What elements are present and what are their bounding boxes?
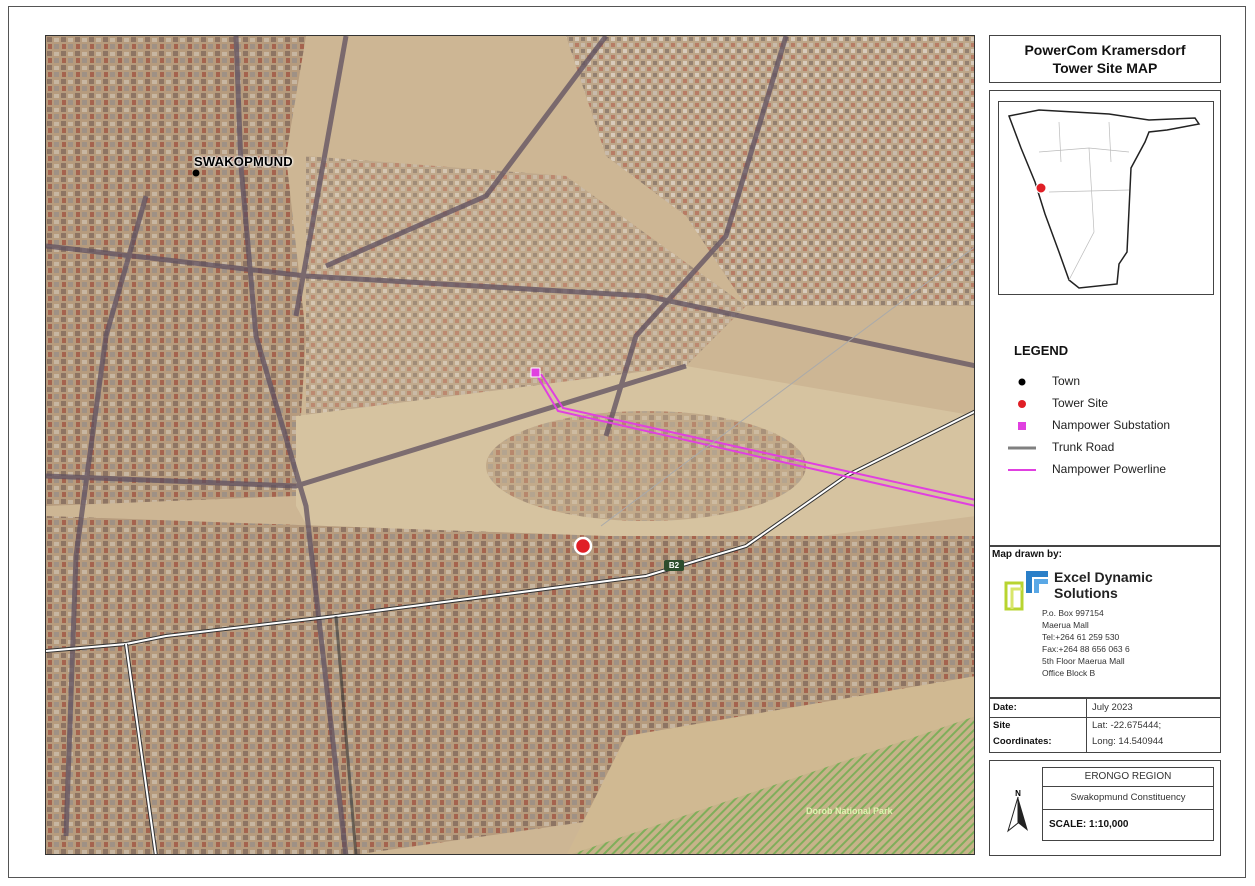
coordinates-row: Site Coordinates: Lat: -22.675444; Long:… bbox=[990, 717, 1220, 752]
trunk-road-line-icon bbox=[1008, 446, 1036, 450]
namibia-inset-map bbox=[998, 101, 1214, 295]
town-dot-icon bbox=[1018, 378, 1026, 386]
map-title-box: PowerCom Kramersdorf Tower Site MAP bbox=[989, 35, 1221, 83]
company-name: Excel Dynamic Solutions bbox=[1054, 569, 1153, 601]
north-arrow-icon: N bbox=[1007, 789, 1028, 833]
satellite-map[interactable]: SWAKOPMUND B2 Dorob National Park bbox=[45, 35, 975, 855]
constituency-label: Swakopmund Constituency bbox=[1043, 787, 1213, 810]
company-address: P.o. Box 997154 Maerua Mall Tel:+264 61 … bbox=[1042, 608, 1130, 678]
region-title: ERONGO REGION bbox=[1043, 768, 1213, 787]
region-info: ERONGO REGION Swakopmund Constituency SC… bbox=[1042, 767, 1214, 841]
map-drawn-by-panel: Map drawn by: Excel Dynamic Solutions P.… bbox=[989, 546, 1221, 698]
town-label: SWAKOPMUND bbox=[194, 154, 293, 169]
excel-dynamic-logo bbox=[1004, 571, 1048, 611]
map-title-line-2: Tower Site MAP bbox=[1052, 60, 1158, 76]
park-label: Dorob National Park bbox=[806, 806, 893, 816]
substation-square-icon bbox=[1018, 422, 1026, 430]
date-coordinates-table: Date: July 2023 Site Coordinates: Lat: -… bbox=[989, 698, 1221, 753]
svg-text:N: N bbox=[1015, 789, 1021, 798]
map-title-line-1: PowerCom Kramersdorf bbox=[1024, 42, 1186, 58]
namibia-outline bbox=[1007, 109, 1201, 289]
scale-label: SCALE: 1:10,000 bbox=[1049, 819, 1129, 830]
map-frame bbox=[8, 6, 1246, 878]
inset-legend-panel: LEGEND Town Tower Site Nampower Substati… bbox=[989, 90, 1221, 546]
powerline-line-icon bbox=[1008, 469, 1036, 471]
map-graphics bbox=[46, 36, 974, 854]
drawn-by-label: Map drawn by: bbox=[992, 549, 1063, 560]
road-number-badge: B2 bbox=[664, 560, 684, 571]
legend-title: LEGEND bbox=[1014, 343, 1069, 358]
region-scale-panel: N ERONGO REGION Swakopmund Constituency … bbox=[989, 760, 1221, 856]
date-row: Date: July 2023 bbox=[990, 699, 1220, 718]
tower-site-dot-icon bbox=[1018, 400, 1026, 408]
